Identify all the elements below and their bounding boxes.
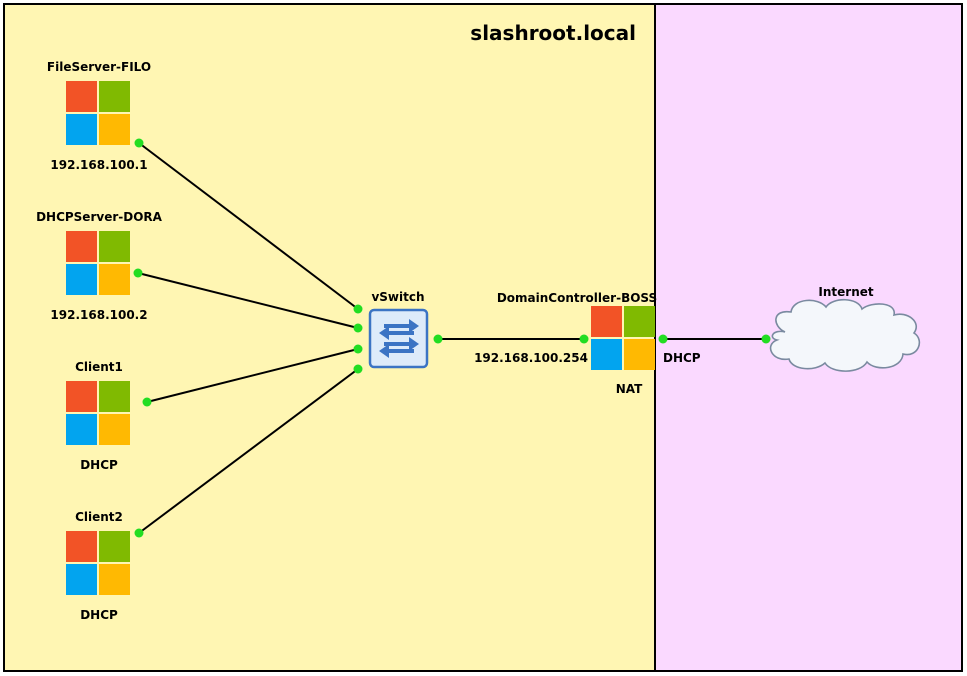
- link-client2-vswitch: [138, 368, 359, 534]
- switch-arrows-icon: [368, 308, 429, 369]
- client1-addr: DHCP: [80, 458, 118, 472]
- link-fileserver-vswitch: [138, 142, 359, 310]
- vswitch-name: vSwitch: [371, 290, 424, 304]
- dhcpserver-ip: 192.168.100.2: [50, 308, 147, 322]
- client1-name: Client1: [75, 360, 123, 374]
- domaincontroller-node[interactable]: DomainController-BOSS 192.168.100.254 DH…: [474, 291, 701, 396]
- port-dot: [353, 364, 363, 374]
- port-dot: [658, 334, 668, 344]
- fileserver-ip: 192.168.100.1: [50, 158, 147, 172]
- dc-name: DomainController-BOSS: [497, 291, 657, 305]
- internet-name: Internet: [818, 285, 873, 299]
- client1-node[interactable]: Client1 DHCP: [66, 360, 130, 472]
- client2-name: Client2: [75, 510, 123, 524]
- dc-ip: 192.168.100.254: [474, 351, 588, 365]
- windows-logo-icon: [66, 531, 130, 595]
- port-dot: [353, 304, 363, 314]
- cloud-icon: [769, 298, 921, 372]
- dhcpserver-name: DHCPServer-DORA: [36, 210, 163, 224]
- port-dot: [353, 323, 363, 333]
- port-dot: [353, 344, 363, 354]
- port-dots: [133, 138, 771, 538]
- domain-title: slashroot.local: [470, 21, 636, 45]
- windows-logo-icon: [66, 381, 130, 445]
- port-dot: [133, 268, 143, 278]
- port-dot: [761, 334, 771, 344]
- dc-wan-label: DHCP: [663, 351, 701, 365]
- internet-node[interactable]: Internet: [769, 285, 921, 372]
- dc-nat-label: NAT: [616, 382, 643, 396]
- client2-node[interactable]: Client2 DHCP: [66, 510, 130, 622]
- port-dot: [134, 528, 144, 538]
- vswitch-node[interactable]: vSwitch: [368, 290, 429, 369]
- windows-logo-icon: [66, 81, 130, 145]
- fileserver-name: FileServer-FILO: [47, 60, 151, 74]
- windows-logo-icon: [591, 306, 655, 370]
- client2-addr: DHCP: [80, 608, 118, 622]
- port-dot: [433, 334, 443, 344]
- fileserver-node[interactable]: FileServer-FILO 192.168.100.1: [47, 60, 151, 172]
- dhcpserver-node[interactable]: DHCPServer-DORA 192.168.100.2: [36, 210, 163, 322]
- port-dot: [579, 334, 589, 344]
- windows-logo-icon: [66, 231, 130, 295]
- port-dot: [134, 138, 144, 148]
- port-dot: [142, 397, 152, 407]
- link-dhcpserver-vswitch: [137, 272, 359, 329]
- link-client1-vswitch: [146, 348, 359, 403]
- links: [137, 142, 766, 534]
